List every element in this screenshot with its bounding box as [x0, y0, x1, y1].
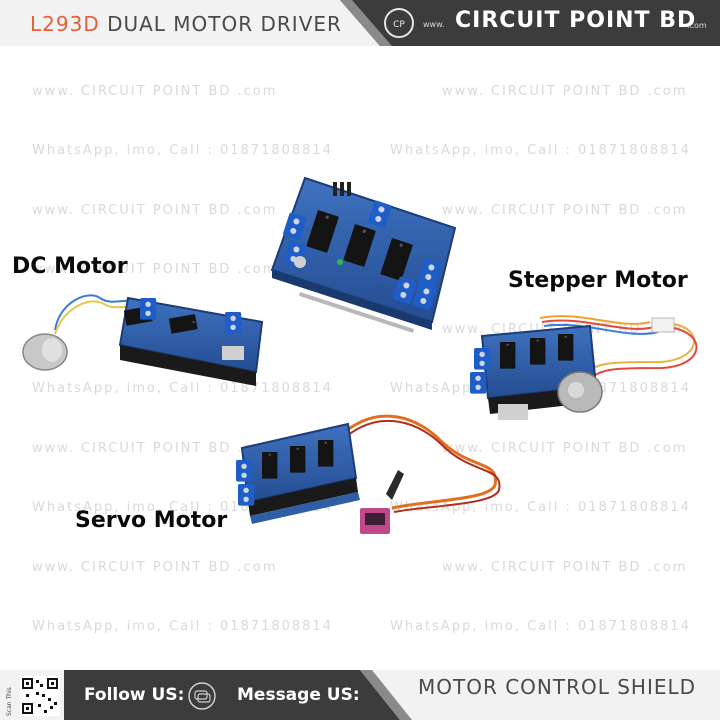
watermark-contact: WhatsApp, imo, Call : 01871808814	[390, 619, 691, 634]
watermark-site: www. CIRCUIT POINT BD .com	[32, 262, 278, 277]
product-title: L293D DUAL MOTOR DRIVER	[30, 12, 342, 36]
watermark-site: www. CIRCUIT POINT BD .com	[442, 560, 688, 575]
brand-name: CIRCUIT POINT BD	[455, 8, 697, 33]
servo-motor-setup-image	[236, 414, 501, 534]
watermark-site: www. CIRCUIT POINT BD .com	[32, 441, 278, 456]
watermark-site: www. CIRCUIT POINT BD .com	[442, 441, 688, 456]
watermark-site: www. CIRCUIT POINT BD .com	[442, 84, 688, 99]
brand-tld: .com	[687, 21, 707, 30]
scan-text: Scan This	[6, 687, 13, 716]
dc-motor-label: DC Motor	[12, 254, 128, 279]
servo-motor-label: Servo Motor	[75, 508, 228, 533]
circuit-point-logo-icon: CP	[384, 8, 414, 38]
center-shield-image	[270, 176, 457, 333]
stepper-motor-setup-image	[470, 315, 698, 420]
watermark-site: www. CIRCUIT POINT BD .com	[32, 203, 278, 218]
brand-site-prefix: www.	[423, 20, 445, 29]
svg-text:CP: CP	[393, 20, 405, 30]
watermark-site: www. CIRCUIT POINT BD .com	[32, 560, 278, 575]
model-name: L293D	[30, 12, 100, 36]
watermark-site: www. CIRCUIT POINT BD .com	[32, 84, 278, 99]
product-title-text: DUAL MOTOR DRIVER	[107, 12, 342, 36]
stepper-motor-label: Stepper Motor	[508, 268, 688, 293]
dc-motor-setup-image	[22, 294, 264, 386]
qr-code-icon[interactable]	[20, 676, 60, 716]
watermark-contact: WhatsApp, imo, Call : 01871808814	[32, 381, 333, 396]
follow-us-label: Follow US:	[84, 685, 185, 705]
watermark-site: www. CIRCUIT POINT BD .com	[442, 203, 688, 218]
message-us-label: Message US:	[237, 685, 360, 705]
chat-bubble-icon[interactable]	[187, 681, 217, 711]
header-bar	[0, 0, 720, 46]
watermark-contact: WhatsApp, imo, Call : 01871808814	[390, 143, 691, 158]
watermark-contact: WhatsApp, imo, Call : 01871808814	[32, 143, 333, 158]
watermark-contact: WhatsApp, imo, Call : 01871808814	[32, 619, 333, 634]
shield-title: MOTOR CONTROL SHIELD	[418, 675, 697, 699]
footer-bar	[0, 670, 720, 720]
